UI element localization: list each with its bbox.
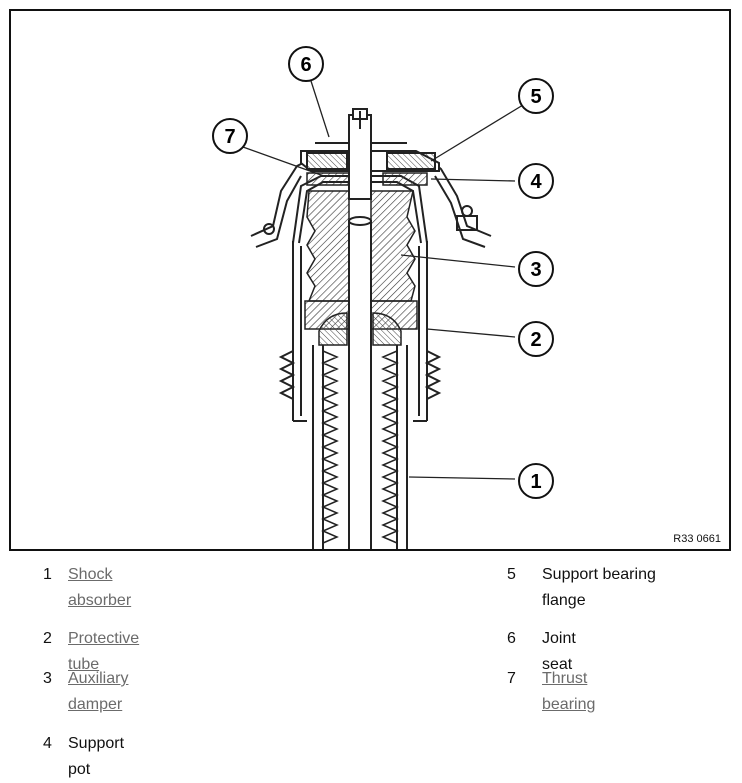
spring-seat-shape: [304, 300, 418, 346]
callout-7: 7: [212, 118, 248, 154]
leader-lines: [242, 80, 524, 480]
legend-number: 5: [507, 566, 516, 583]
callout-1: 1: [518, 463, 554, 499]
legend-number: 4: [43, 735, 52, 752]
callout-2-label: 2: [530, 329, 541, 351]
figure-reference-code: R33 0661: [673, 533, 721, 545]
auxiliary-damper-shape: [306, 190, 416, 302]
callout-4: 4: [518, 163, 554, 199]
callout-5-label: 5: [530, 86, 541, 108]
callout-2: 2: [518, 321, 554, 357]
callout-3: 3: [518, 251, 554, 287]
callout-4-label: 4: [530, 171, 542, 193]
legend-number: 7: [507, 670, 516, 687]
callout-6-label: 6: [300, 54, 311, 76]
thrust-bearing-shape: [306, 172, 428, 186]
callout-6: 6: [288, 46, 324, 82]
callout-1-label: 1: [530, 471, 541, 493]
legend-number: 2: [43, 630, 52, 647]
legend-number: 3: [43, 670, 52, 687]
shock-absorber-shape: [312, 345, 408, 549]
callout-7-label: 7: [224, 126, 235, 148]
legend-label-joint-seat: Joint seat: [542, 630, 576, 673]
callout-3-label: 3: [530, 259, 541, 281]
legend-number: 1: [43, 566, 52, 583]
legend-label-support-pot: Support pot: [68, 735, 125, 778]
strut-diagram-figure: 1 2 3 4 5 6 7 R33 0661: [9, 9, 731, 551]
legend-link-auxiliary-damper[interactable]: Auxiliary damper: [68, 670, 129, 713]
callout-5: 5: [518, 78, 554, 114]
joint-seat-shape: [348, 108, 372, 200]
piston-rod-shape: [348, 216, 372, 549]
legend-link-shock-absorber[interactable]: Shock absorber: [68, 566, 132, 609]
legend-number: 6: [507, 630, 516, 647]
strut-cross-section-drawing: 1 2 3 4 5 6 7: [212, 46, 554, 549]
legend-link-protective-tube[interactable]: Protective tube: [68, 630, 140, 673]
legend-link-thrust-bearing[interactable]: Thrust bearing: [542, 670, 596, 713]
protective-tube-shape: [278, 241, 442, 422]
legend-label-support-bearing-flange: Support bearing flange: [542, 566, 656, 609]
